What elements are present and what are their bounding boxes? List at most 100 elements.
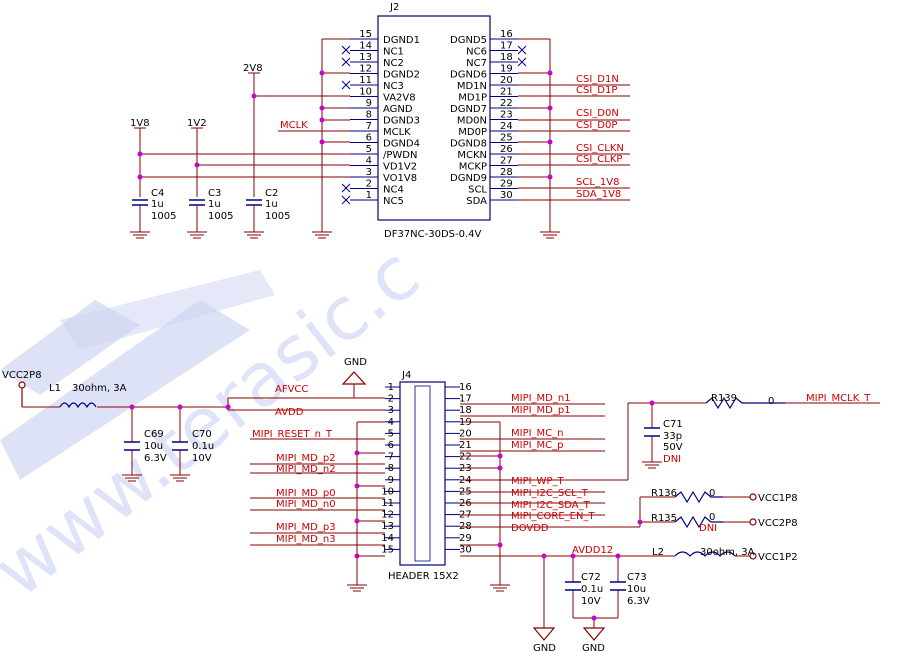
j4-pin-number: 22	[459, 452, 472, 463]
j2-pin-number: 24	[500, 121, 513, 132]
c71-volt: 50V	[663, 442, 683, 453]
net-label: MIPI_MC_n	[511, 428, 564, 439]
j2-pin-name: DGND7	[450, 104, 487, 115]
ground-symbol	[130, 231, 150, 239]
j4-pin-number: 20	[459, 428, 472, 439]
vcc1p2-label: VCC1P2	[758, 552, 798, 563]
j2-pin-name: VD1V2	[383, 162, 417, 173]
j2-ref: J2	[389, 2, 399, 13]
r135-ref: R135	[651, 513, 677, 524]
ground-symbol	[490, 584, 510, 592]
cap-value: 1u	[151, 199, 164, 210]
j2-nc-marks	[341, 45, 527, 205]
j4-wires	[22, 384, 880, 628]
passives	[59, 396, 785, 557]
j2-pin-name: MD1P	[458, 93, 487, 104]
j2-pin-number: 20	[500, 75, 513, 86]
j4-pin-number: 5	[388, 428, 394, 439]
net-label: MCLK	[280, 120, 308, 131]
j2-pin-number: 28	[500, 167, 513, 178]
j2-part: DF37NC-30DS-0.4V	[384, 229, 482, 240]
c73-value: 10u	[627, 584, 646, 595]
cap-ref: C4	[151, 188, 164, 199]
net-label: AFVCC	[275, 384, 308, 395]
net-label: AVDD12	[572, 545, 613, 556]
j4-pin-number: 3	[388, 405, 394, 416]
c70-ref: C70	[192, 429, 212, 440]
net-label: CSI_CLKP	[576, 154, 622, 165]
j4-pin-number: 21	[459, 440, 472, 451]
cap-size: 1005	[265, 211, 290, 222]
j2-pin-name: DGND8	[450, 139, 487, 150]
j2-pin-number: 10	[359, 87, 372, 98]
j2-pin-name: SCL	[468, 185, 487, 196]
l1-value: 30ohm, 3A	[72, 383, 127, 394]
net-label: MIPI_MD_p1	[511, 405, 571, 416]
j4-pin-number: 13	[381, 521, 394, 532]
j2-pin-number: 23	[500, 110, 513, 121]
ground-symbol	[540, 231, 560, 239]
vcc2p8-label: VCC2P8	[2, 370, 42, 381]
j2-pin-number: 1	[366, 190, 372, 201]
j4-pin-number: 12	[381, 510, 394, 521]
j2-pin-name: VA2V8	[383, 93, 416, 104]
j2-pin-name: DGND3	[383, 116, 420, 127]
j4-pin-number: 16	[459, 382, 472, 393]
net-label: AVDD	[275, 407, 304, 418]
net-label: MIPI_CORE_EN_T	[511, 511, 595, 522]
j2-pin-number: 18	[500, 52, 513, 63]
j2-pin-name: NC2	[383, 58, 404, 69]
rail-1v8: 1V8	[130, 118, 150, 129]
j2-pin-number: 21	[500, 87, 513, 98]
j2-pin-number: 5	[366, 144, 372, 155]
j4-pin-number: 7	[388, 452, 394, 463]
j2-pin-number: 2	[366, 179, 372, 190]
c72-ref: C72	[581, 572, 601, 583]
j2-pin-number: 26	[500, 144, 513, 155]
j4-net-labels: AFVCC AVDD MIPI_RESET_n_T MIPI_MD_p2 MIP…	[252, 384, 613, 556]
j2-pin-name: AGND	[383, 104, 413, 115]
j2-pin-name: DGND1	[383, 35, 420, 46]
j2-connector: J2 DF37NC-30DS-0.4V 15DGND114NC113NC212D…	[350, 2, 518, 240]
j2-pin-number: 19	[500, 64, 513, 75]
net-label: SCL_1V8	[576, 177, 619, 188]
net-label: CSI_D0P	[576, 120, 617, 131]
r139-ref: R139	[711, 393, 737, 404]
j2-pin-name: NC1	[383, 47, 404, 58]
l1-ref: L1	[49, 383, 61, 394]
ground-symbol	[170, 474, 190, 482]
net-label: MIPI_MC_p	[511, 440, 564, 451]
j2-pin-number: 17	[500, 41, 513, 52]
j2-pin-name: MD1N	[457, 81, 487, 92]
cap-value: 1u	[265, 199, 278, 210]
net-label: MIPI_MD_p2	[276, 453, 336, 464]
j2-pin-number: 25	[500, 133, 513, 144]
ground-symbols-top	[130, 231, 560, 239]
j2-pin-number: 9	[366, 98, 372, 109]
j4-pin-number: 6	[388, 440, 394, 451]
j2-left-wires	[139, 38, 350, 232]
c72-volt: 10V	[581, 596, 601, 607]
j2-pin-number: 15	[359, 29, 372, 40]
j2-pin-number: 3	[366, 167, 372, 178]
gnd-label-2: GND	[582, 643, 605, 652]
j2-pin-name: DGND9	[450, 173, 487, 184]
j2-pin-number: 8	[366, 110, 372, 121]
j2-pin-number: 7	[366, 121, 372, 132]
j2-pin-name: DGND2	[383, 70, 420, 81]
j2-net-labels: CSI_D1N CSI_D1P CSI_D0N CSI_D0P CSI_CLKN…	[280, 74, 624, 200]
net-label: MIPI_WP_T	[511, 476, 564, 487]
j2-pin-number: 14	[359, 41, 372, 52]
vcc1p8-label: VCC1P8	[758, 493, 798, 504]
watermark-logo	[0, 270, 275, 480]
j2-right-wires	[518, 38, 630, 232]
net-label: MIPI_MD_p3	[276, 522, 336, 533]
net-label: MIPI_MD_n0	[276, 499, 336, 510]
vcc2p8-right-label: VCC2P8	[758, 518, 798, 529]
l2-ref: L2	[652, 547, 664, 558]
